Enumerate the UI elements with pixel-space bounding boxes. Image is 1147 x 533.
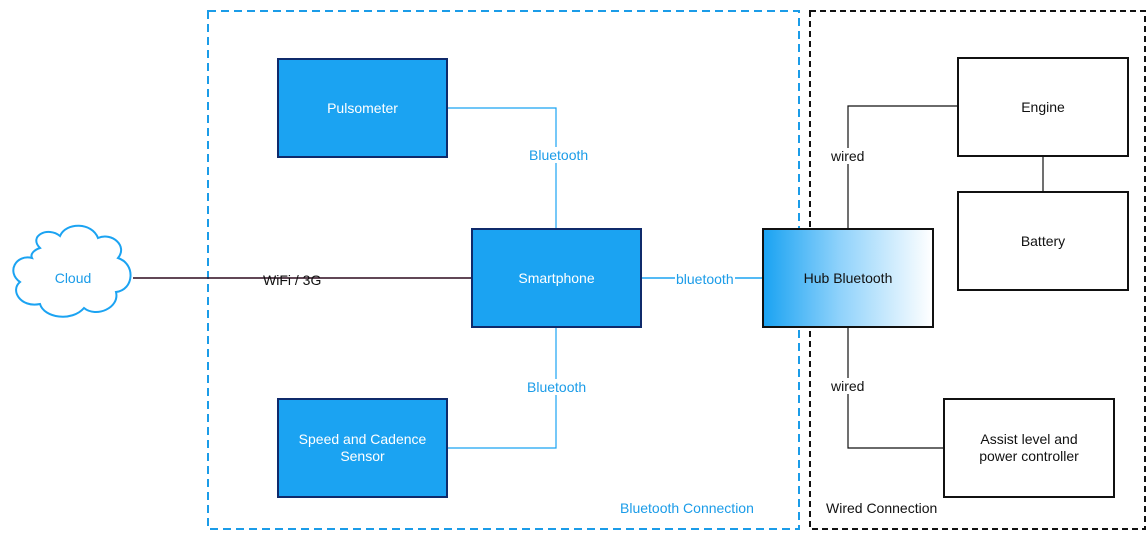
wired-region-frame	[809, 10, 1146, 530]
pulsometer-node: Pulsometer	[277, 58, 448, 158]
hub-bluetooth-label: Hub Bluetooth	[803, 269, 893, 286]
pulsometer-label: Pulsometer	[327, 99, 398, 116]
cloud-label: Cloud	[55, 270, 92, 286]
assist-level-controller-label: Assist level and power controller	[979, 431, 1079, 464]
bluetooth-region-label: Bluetooth Connection	[620, 500, 754, 516]
cloud-node: Cloud	[12, 224, 132, 318]
engine-label: Engine	[1021, 98, 1065, 115]
hub-bluetooth-node: Hub Bluetooth	[762, 228, 934, 328]
smartphone-label: Smartphone	[518, 269, 595, 286]
speed-cadence-sensor-node: Speed and Cadence Sensor	[277, 398, 448, 498]
edge-label-wired-assist: wired	[830, 378, 866, 394]
battery-label: Battery	[1020, 232, 1066, 249]
edge-hub-assist	[847, 328, 943, 449]
edge-pulsometer-smartphone	[448, 107, 557, 228]
cloud-icon	[12, 224, 132, 318]
edge-label-bluetooth-pulsometer: Bluetooth	[528, 147, 590, 163]
edge-label-bluetooth-sensor: Bluetooth	[526, 379, 588, 395]
assist-level-controller-node: Assist level and power controller	[943, 398, 1115, 498]
edge-sensor-smartphone	[448, 328, 557, 449]
smartphone-node: Smartphone	[471, 228, 642, 328]
edge-label-bluetooth-hub: bluetooth	[675, 271, 735, 287]
battery-node: Battery	[957, 191, 1129, 291]
edge-label-wired-engine: wired	[830, 148, 866, 164]
engine-node: Engine	[957, 57, 1129, 157]
edge-hub-engine	[847, 105, 957, 228]
edge-label-wifi-3g: WiFi / 3G	[263, 272, 322, 288]
wired-region-label: Wired Connection	[826, 500, 938, 516]
speed-cadence-sensor-label: Speed and Cadence Sensor	[298, 431, 427, 464]
